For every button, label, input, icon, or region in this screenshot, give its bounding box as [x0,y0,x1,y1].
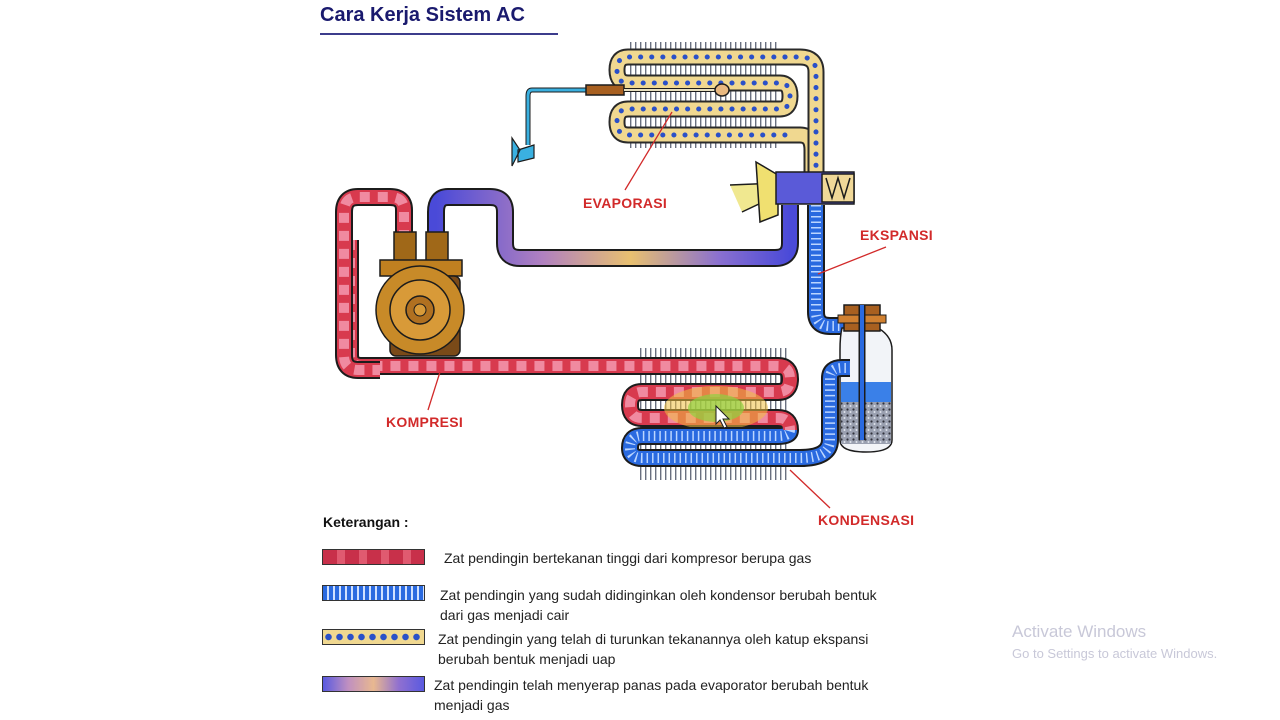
legend-swatch-blue [322,585,425,601]
legend-heading: Keterangan : [323,514,409,530]
kondensasi-callout-line [789,469,831,509]
ekspansi-callout-line [817,246,887,275]
receiver-drier [837,304,893,453]
label-evaporasi: EVAPORASI [583,195,667,211]
page-title: Cara Kerja Sistem AC [320,4,525,26]
compressor [375,231,465,357]
title-underline [320,33,558,35]
legend-swatch-red [322,549,425,565]
evaporasi-callout-line [624,111,673,191]
legend-text-2: Zat pendingin yang sudah didinginkan ole… [440,587,877,623]
legend-text-3: Zat pendingin yang telah di turunkan tek… [438,631,869,667]
discharge-line [335,188,413,379]
suction-line [427,188,799,267]
legend-swatch-purple [322,676,425,692]
label-kondensasi: KONDENSASI [818,512,914,528]
activate-windows-hint: Go to Settings to activate Windows. [1012,646,1218,661]
activate-windows-watermark: Activate Windows [1012,622,1147,641]
liquid-line-top [807,205,850,335]
expansion-valve [729,160,855,224]
legend-text-1: Zat pendingin bertekanan tinggi dari kom… [444,550,812,566]
thermal-bulb [511,83,730,167]
legend-swatch-yellow [322,629,425,645]
label-kompresi: KOMPRESI [386,414,463,430]
label-ekspansi: EKSPANSI [860,227,933,243]
kompresi-callout-line [427,371,441,411]
evaporator [608,42,825,175]
legend-text-4: Zat pendingin telah menyerap panas pada … [434,677,869,713]
